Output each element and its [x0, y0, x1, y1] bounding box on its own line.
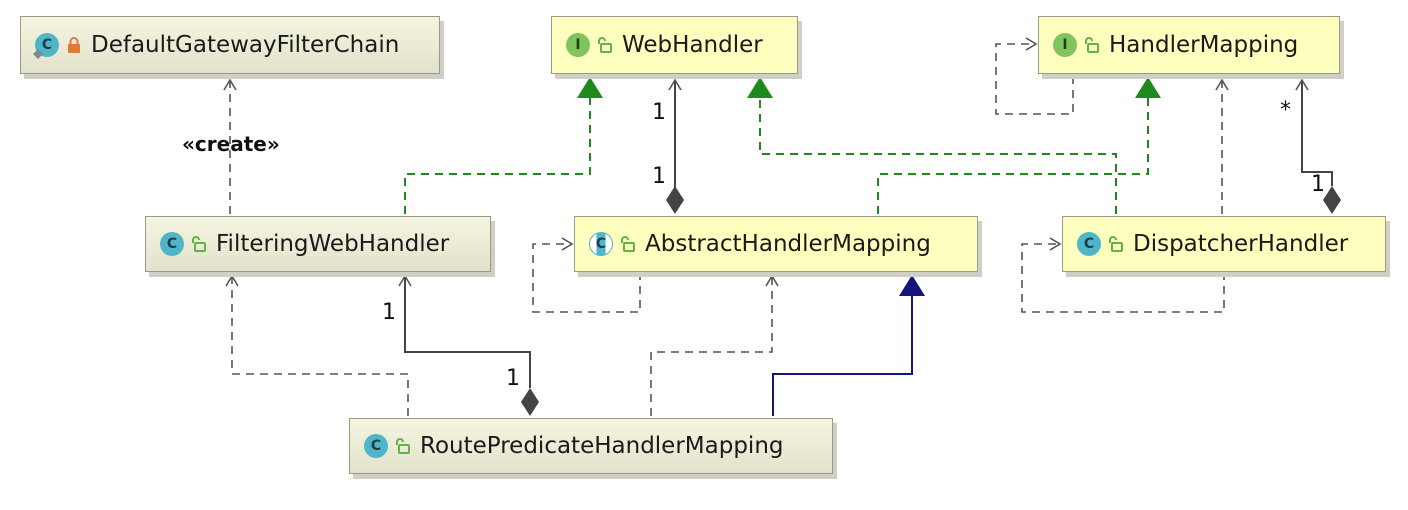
node-name: RoutePredicateHandlerMapping [420, 433, 784, 459]
composition-diamond [666, 186, 684, 214]
node-name: DefaultGatewayFilterChain [91, 32, 400, 58]
multiplicity-label: 1 [1311, 172, 1325, 197]
node-default-gateway-filter-chain[interactable]: C DefaultGatewayFilterChain [20, 16, 440, 74]
abstract-class-icon: C [589, 232, 613, 256]
class-icon: C [160, 232, 184, 256]
interface-icon: I [1053, 33, 1077, 57]
dispatcher-self-dependency-edge [1021, 237, 1225, 313]
route-depends-filtering-edge [225, 274, 409, 416]
class-icon: C [1077, 232, 1101, 256]
node-name: WebHandler [622, 32, 763, 58]
extends-arrowhead [899, 275, 925, 296]
implements-arrowhead [577, 77, 603, 98]
dispatcher-implements-webhandler-edge [759, 98, 1117, 214]
composition-diamond [521, 388, 539, 416]
class-icon: C [364, 434, 388, 458]
multiplicity-label: 1 [382, 300, 396, 325]
node-dispatcher-handler[interactable]: C DispatcherHandler [1062, 216, 1386, 272]
multiplicity-label: 1 [506, 366, 520, 391]
inner-class-marker-icon [33, 49, 43, 59]
node-web-handler[interactable]: I WebHandler [551, 16, 798, 74]
filtering-implements-webhandler-edge [404, 98, 591, 214]
node-name: FilteringWebHandler [216, 231, 450, 257]
implements-arrowhead [747, 77, 773, 98]
class-icon: C [33, 33, 59, 59]
node-abstract-handler-mapping[interactable]: C AbstractHandlerMapping [574, 216, 978, 272]
node-route-predicate-handler-mapping[interactable]: C RoutePredicateHandlerMapping [349, 418, 833, 474]
public-lock-icon [598, 37, 612, 53]
public-lock-icon [1109, 236, 1123, 252]
multiplicity-label: * [1280, 98, 1291, 123]
interface-icon: I [566, 33, 590, 57]
dispatcher-to-handlermapping-association-edge [1295, 78, 1333, 186]
create-stereotype-label: «create» [182, 132, 280, 156]
node-filtering-web-handler[interactable]: C FilteringWebHandler [145, 216, 491, 272]
handlermapping-self-dependency-edge [995, 37, 1074, 115]
route-depends-abstract-edge [650, 274, 779, 416]
abstract-implements-handlermapping-edge [877, 98, 1149, 214]
public-lock-icon [192, 236, 206, 252]
composition-diamond [1323, 186, 1341, 214]
node-name: AbstractHandlerMapping [645, 231, 931, 257]
node-name: HandlerMapping [1109, 32, 1299, 58]
route-extends-abstract-edge [772, 296, 913, 416]
public-lock-icon [396, 438, 410, 454]
multiplicity-label: 1 [652, 164, 666, 189]
private-lock-icon [68, 37, 80, 53]
public-lock-icon [1085, 37, 1099, 53]
route-to-filtering-association-edge [398, 274, 531, 388]
multiplicity-label: 1 [652, 100, 666, 125]
node-handler-mapping[interactable]: I HandlerMapping [1038, 16, 1340, 74]
node-name: DispatcherHandler [1133, 231, 1349, 257]
public-lock-icon [621, 236, 635, 252]
implements-arrowhead [1135, 77, 1161, 98]
abstract-self-dependency-edge [532, 237, 641, 313]
